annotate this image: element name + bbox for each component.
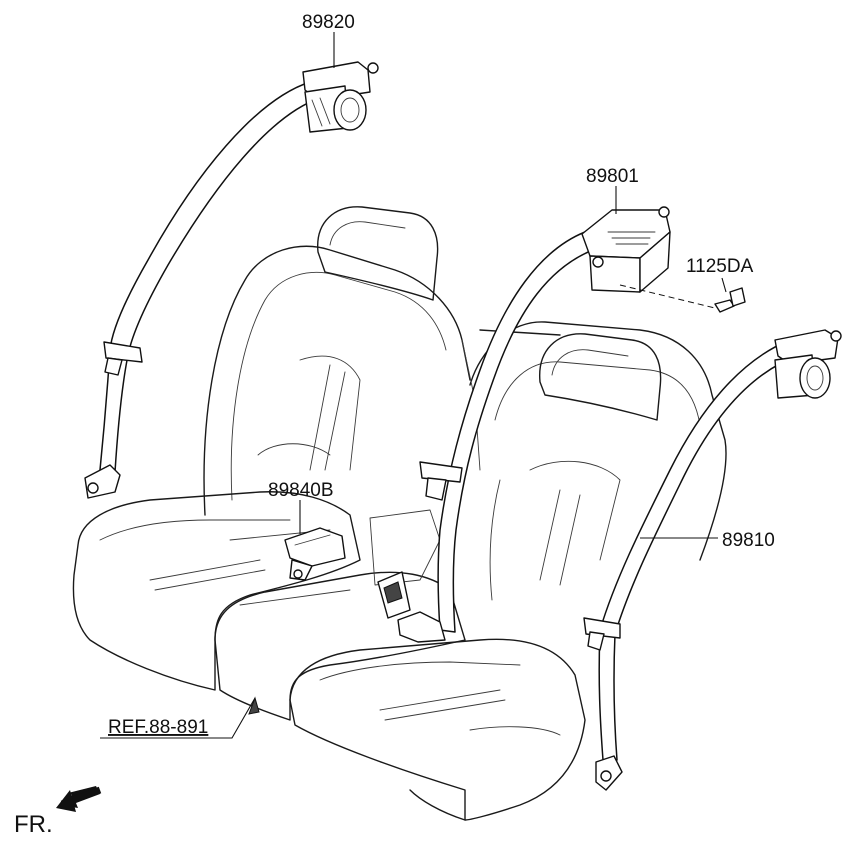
front-label: FR. [14,811,53,838]
center-seat-belt [377,231,599,643]
headrest-left [317,206,439,301]
left-seat-belt [84,81,321,499]
leader-1125DA [721,277,727,293]
bolt-1125DA [619,284,746,313]
right-retractor [774,329,842,399]
label-1125DA: 1125DA [686,256,754,277]
center-retractor [581,206,671,293]
leader-ref-arrowhead [248,696,260,715]
leader-ref [100,697,256,739]
label-89840B: 89840B [268,480,334,501]
seat-cushion-right [289,638,586,821]
label-89801: 89801 [586,166,639,187]
left-retractor [302,61,379,133]
seat-cushion-left [72,491,361,691]
label-89810: 89810 [722,530,775,551]
front-arrow [56,786,102,812]
label-ref: REF.88-891 [108,717,208,738]
label-89820: 89820 [302,12,355,33]
buckle-89840B [284,527,346,581]
seat-back-left [203,245,471,516]
seat-cushion-center [214,571,466,721]
headrest-right [539,333,662,421]
right-seat-belt [583,339,801,791]
